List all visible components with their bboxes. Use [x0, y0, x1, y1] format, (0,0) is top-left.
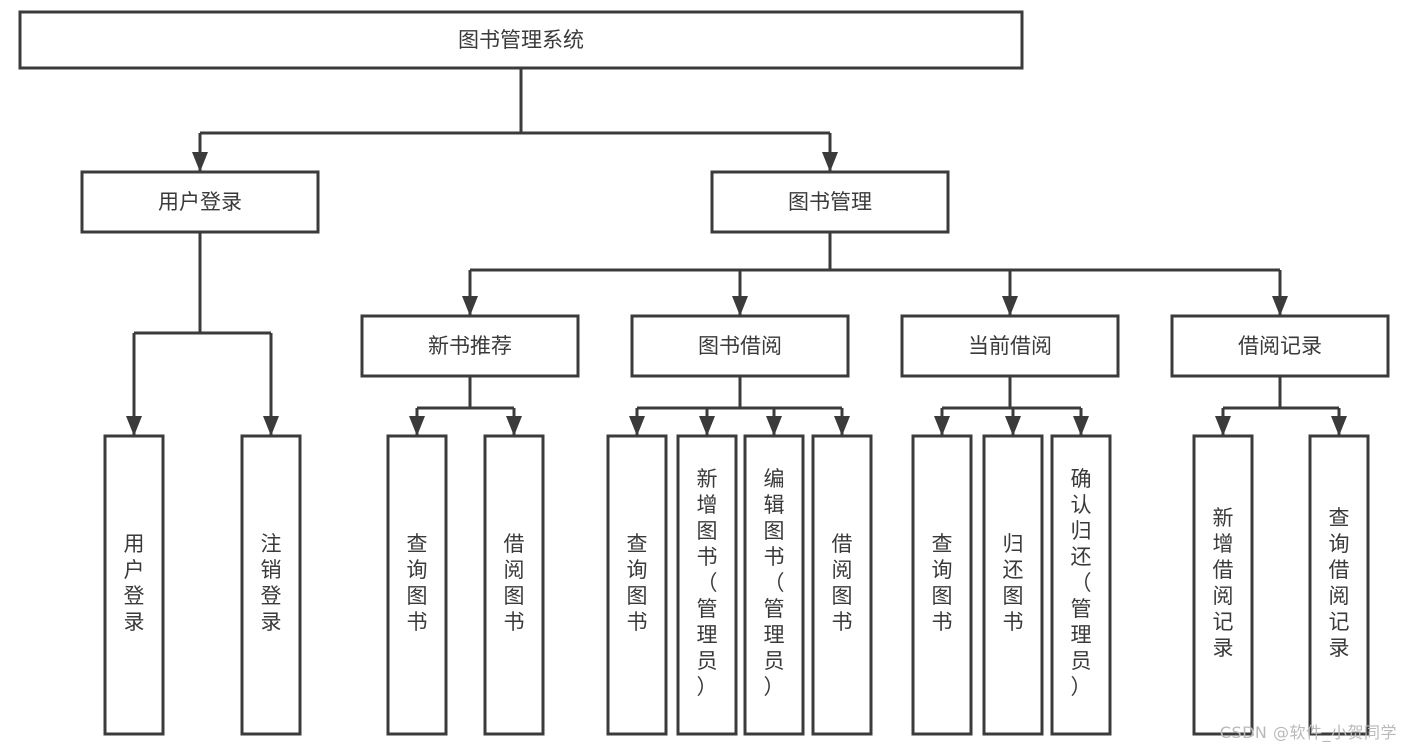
node-box[interactable] — [1192, 434, 1254, 736]
node-leaf-user-logout[interactable]: 注销登录 — [240, 434, 302, 736]
node-label: 图书管理 — [788, 190, 872, 214]
connector-arrowhead — [822, 152, 838, 172]
connector-arrowhead — [126, 416, 142, 436]
node-box[interactable] — [360, 314, 580, 378]
node-leaf-cu-query[interactable]: 查询图书 — [911, 434, 973, 736]
node-box[interactable] — [811, 434, 873, 736]
node-label: 借阅图书 — [832, 532, 853, 634]
node-box[interactable] — [386, 434, 448, 736]
connector-arrowhead — [934, 416, 950, 436]
connector-group-current — [934, 376, 1089, 436]
node-box[interactable] — [240, 434, 302, 736]
node-box[interactable] — [606, 434, 668, 736]
node-box[interactable] — [676, 434, 738, 736]
connector-group-root — [192, 68, 838, 172]
node-box[interactable] — [483, 434, 545, 736]
connector-arrowhead — [732, 296, 748, 316]
connector-arrowhead — [834, 416, 850, 436]
node-leaf-cu-confirm[interactable]: 确认归还（管理员） — [1050, 434, 1112, 736]
connector-arrowhead — [1073, 416, 1089, 436]
connector-arrowhead — [1331, 416, 1347, 436]
connector-arrowhead — [699, 416, 715, 436]
connector-group-newbook — [409, 376, 522, 436]
node-label: 查询图书 — [407, 532, 428, 634]
node-label: 确认归还（管理员） — [1071, 467, 1092, 699]
node-current[interactable]: 当前借阅 — [900, 314, 1120, 378]
node-box[interactable] — [982, 434, 1044, 736]
connector-arrowhead — [506, 416, 522, 436]
node-box[interactable] — [1170, 314, 1390, 378]
connector-arrowhead — [629, 416, 645, 436]
connector-arrowhead — [192, 152, 208, 172]
node-box[interactable] — [743, 434, 805, 736]
connector-arrowhead — [1005, 416, 1021, 436]
node-label: 新增借阅记录 — [1213, 506, 1234, 660]
node-box[interactable] — [1050, 434, 1112, 736]
connector-arrowhead — [409, 416, 425, 436]
connector-group-login — [126, 232, 279, 436]
node-borrow[interactable]: 图书借阅 — [630, 314, 850, 378]
node-box[interactable] — [18, 10, 1024, 70]
node-login[interactable]: 用户登录 — [80, 170, 320, 234]
node-label: 图书管理系统 — [458, 28, 584, 52]
node-newbook[interactable]: 新书推荐 — [360, 314, 580, 378]
node-label: 查询图书 — [932, 532, 953, 634]
connector-group-records — [1215, 376, 1347, 436]
connector-arrowhead — [1272, 296, 1288, 316]
connector-arrowhead — [462, 296, 478, 316]
connector-layer — [126, 68, 1347, 436]
node-leaf-bo-borrow[interactable]: 借阅图书 — [811, 434, 873, 736]
node-label: 新书推荐 — [428, 334, 512, 358]
node-label: 归还图书 — [1003, 532, 1024, 634]
node-records[interactable]: 借阅记录 — [1170, 314, 1390, 378]
connector-arrowhead — [1215, 416, 1231, 436]
node-label: 编辑图书（管理员） — [764, 467, 785, 699]
node-leaf-nb-borrow[interactable]: 借阅图书 — [483, 434, 545, 736]
node-box[interactable] — [900, 314, 1120, 378]
connector-arrowhead — [1002, 296, 1018, 316]
node-label: 当前借阅 — [968, 334, 1052, 358]
node-box[interactable] — [710, 170, 950, 234]
node-leaf-rc-add[interactable]: 新增借阅记录 — [1192, 434, 1254, 736]
node-label: 新增图书（管理员） — [697, 467, 718, 699]
node-leaf-cu-return[interactable]: 归还图书 — [982, 434, 1044, 736]
connector-arrowhead — [766, 416, 782, 436]
node-leaf-bo-query[interactable]: 查询图书 — [606, 434, 668, 736]
watermark-label: CSDN @软件_小贺同学 — [1219, 723, 1397, 742]
node-box[interactable] — [103, 434, 165, 736]
node-leaf-nb-query[interactable]: 查询图书 — [386, 434, 448, 736]
connector-arrowhead — [263, 416, 279, 436]
connector-group-borrow — [629, 376, 850, 436]
connector-group-bookmgmt — [462, 232, 1288, 316]
node-leaf-rc-query[interactable]: 查询借阅记录 — [1308, 434, 1370, 736]
node-box[interactable] — [80, 170, 320, 234]
node-label: 用户登录 — [158, 190, 242, 214]
node-label: 借阅图书 — [504, 532, 525, 634]
node-layer: 图书管理系统用户登录图书管理新书推荐图书借阅当前借阅借阅记录用户登录注销登录查询… — [18, 10, 1390, 736]
node-box[interactable] — [1308, 434, 1370, 736]
node-label: 查询图书 — [627, 532, 648, 634]
node-label: 图书借阅 — [698, 334, 782, 358]
node-leaf-user-login[interactable]: 用户登录 — [103, 434, 165, 736]
node-label: 用户登录 — [124, 532, 145, 634]
node-bookmgmt[interactable]: 图书管理 — [710, 170, 950, 234]
node-box[interactable] — [630, 314, 850, 378]
node-leaf-bo-edit[interactable]: 编辑图书（管理员） — [743, 434, 805, 736]
node-label: 借阅记录 — [1238, 334, 1322, 358]
node-label: 注销登录 — [261, 532, 282, 634]
node-box[interactable] — [911, 434, 973, 736]
node-root[interactable]: 图书管理系统 — [18, 10, 1024, 70]
node-leaf-bo-add[interactable]: 新增图书（管理员） — [676, 434, 738, 736]
node-label: 查询借阅记录 — [1329, 506, 1350, 660]
